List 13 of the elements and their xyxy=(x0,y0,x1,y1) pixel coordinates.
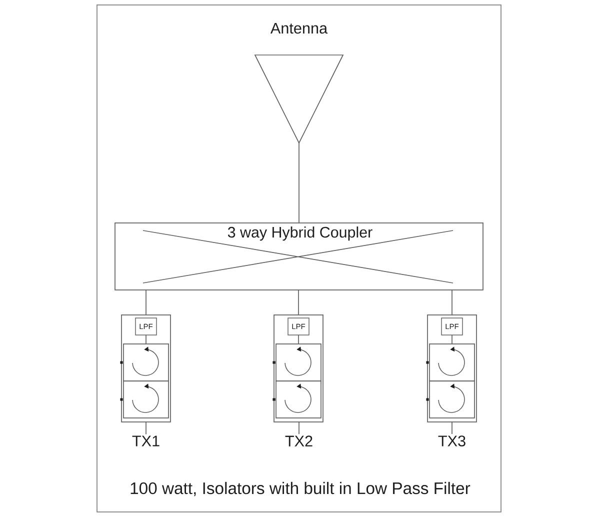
node-label: TX3 xyxy=(438,436,466,446)
module-box xyxy=(274,314,324,422)
module-box xyxy=(121,314,171,422)
caption: 100 watt, Isolators with built in Low Pass Filter xyxy=(130,482,470,496)
coupler-box: 3 way Hybrid Coupler xyxy=(114,222,484,290)
node-label: Antenna xyxy=(270,22,328,34)
connector-line xyxy=(298,334,299,344)
node-label: TX2 xyxy=(285,436,312,446)
module-box xyxy=(427,314,477,422)
node-label: TX1 xyxy=(132,436,160,446)
connector-line xyxy=(298,142,300,224)
connector-line xyxy=(298,290,299,316)
connector-line xyxy=(298,422,300,435)
